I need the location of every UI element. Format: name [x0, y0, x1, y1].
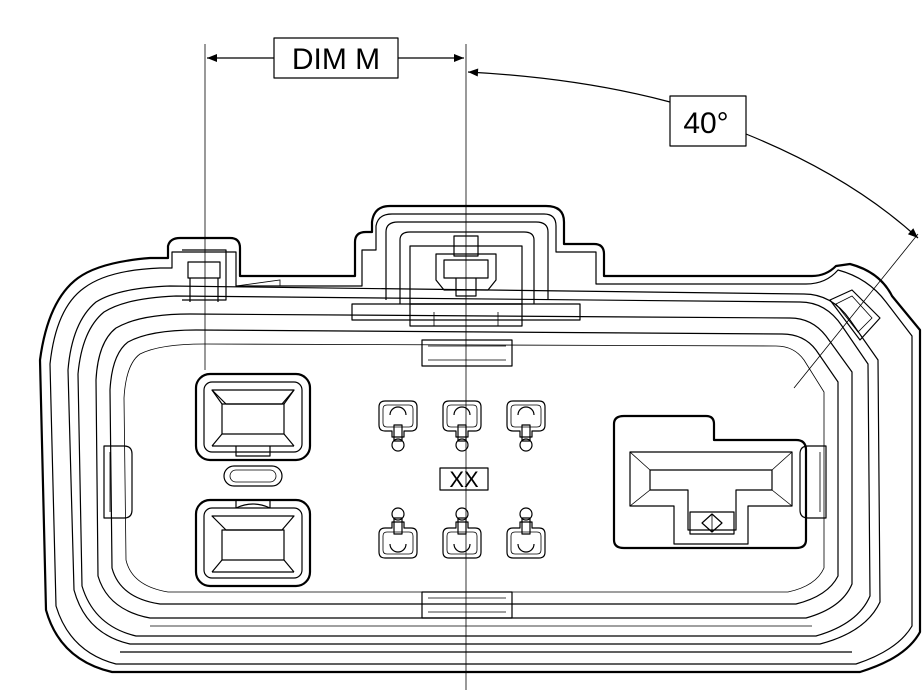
angle-arc-right — [745, 133, 919, 239]
angle-box — [669, 95, 747, 147]
top-key — [421, 339, 513, 367]
dim-m-text: DIM M — [292, 43, 380, 76]
marking-text: XX — [449, 467, 479, 492]
right-side-window — [799, 445, 827, 519]
terminal-top-3 — [506, 400, 546, 452]
bottom-key — [421, 591, 513, 619]
dimension-angle: 40° — [467, 68, 919, 389]
terminal-top-1 — [378, 400, 418, 452]
angle-arc-left — [467, 68, 671, 103]
small-slot — [223, 465, 283, 487]
dim-m-box — [273, 37, 399, 79]
right-corner-tab — [829, 289, 881, 341]
angle-extension-line — [793, 233, 919, 389]
terminal-bottom-3 — [506, 507, 546, 559]
housing-outline — [38, 204, 922, 674]
left-side-window — [103, 445, 133, 519]
dimension-dim-m: DIM M — [204, 37, 467, 690]
marking-label: XX — [439, 467, 489, 492]
left-latch-tab — [182, 249, 281, 302]
right-key-block — [612, 414, 808, 550]
large-cavity-bottom — [194, 498, 312, 588]
terminal-bottom-2 — [442, 507, 482, 559]
angle-text: 40° — [683, 107, 728, 140]
terminal-bottom-1 — [378, 507, 418, 559]
terminal-top-2 — [442, 400, 482, 452]
large-cavity-top — [194, 372, 312, 462]
